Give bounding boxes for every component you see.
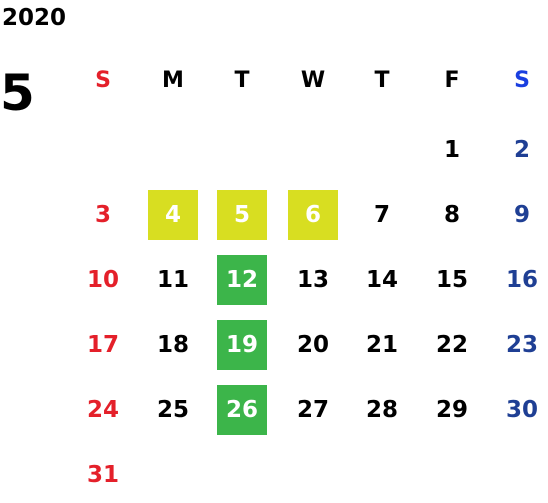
day-cell: 24 [86,397,119,423]
day-cell: 30 [505,397,538,423]
day-cell-highlighted: 5 [217,190,267,240]
weekday-header: S [95,68,111,93]
day-cell: 23 [505,332,538,358]
weekday-header: F [444,68,460,93]
day-cell: 7 [373,202,390,228]
day-cell-highlighted: 4 [148,190,198,240]
day-cell: 1 [443,137,460,163]
day-cell: 27 [296,397,329,423]
day-cell: 20 [296,332,329,358]
weekday-header: M [162,68,184,93]
day-cell: 18 [156,332,189,358]
day-cell: 11 [156,267,189,293]
day-cell: 25 [156,397,189,423]
day-cell: 13 [296,267,329,293]
weekday-header: T [234,68,250,93]
day-cell-highlighted: 26 [217,385,267,435]
day-cell: 15 [435,267,468,293]
month-label: 5 [0,64,35,122]
day-cell: 22 [435,332,468,358]
day-cell: 31 [86,462,119,488]
day-cell: 21 [365,332,398,358]
weekday-header: S [514,68,530,93]
day-cell: 3 [94,202,111,228]
year-label: 2020 [2,5,67,31]
day-cell: 14 [365,267,398,293]
day-cell: 9 [513,202,530,228]
day-cell: 29 [435,397,468,423]
day-cell: 10 [86,267,119,293]
day-cell: 17 [86,332,119,358]
weekday-header: T [374,68,390,93]
day-cell-highlighted: 19 [217,320,267,370]
day-cell-highlighted: 6 [288,190,338,240]
day-cell: 2 [513,137,530,163]
day-cell: 16 [505,267,538,293]
day-cell: 28 [365,397,398,423]
day-cell: 8 [443,202,460,228]
weekday-header: W [300,68,326,93]
day-cell-highlighted: 12 [217,255,267,305]
